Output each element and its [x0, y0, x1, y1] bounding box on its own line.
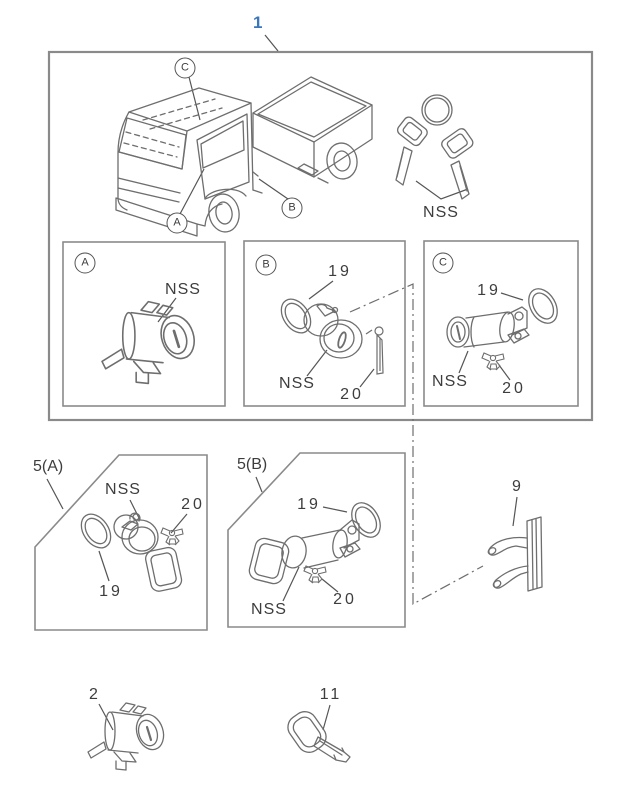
panel-c-clip-label: 20 — [502, 380, 526, 397]
part-2-label: 2 — [89, 686, 101, 703]
figure-callout-1[interactable]: 1 — [253, 13, 263, 32]
panel-b-box — [243, 240, 406, 407]
lock-b-drawing — [303, 303, 363, 359]
lock-cylinder-a-drawing — [100, 300, 201, 385]
sub-a-box — [34, 454, 208, 631]
truck-callout-a: A — [166, 212, 188, 234]
keyset-nss-label: NSS — [423, 204, 459, 221]
lock-5b-drawing — [248, 519, 361, 585]
clip-20-5a-drawing — [160, 527, 184, 546]
panel-c-letter: C — [432, 252, 454, 274]
sub-b-nss-label: NSS — [251, 601, 287, 618]
sub-a-nss-label: NSS — [105, 481, 141, 498]
bracket-9-drawing — [487, 516, 543, 592]
panel-b-ring-label: 19 — [328, 263, 352, 280]
keyset-illustration — [395, 94, 474, 200]
panel-a-nss-label: NSS — [165, 281, 201, 298]
panel-c-box — [423, 240, 579, 407]
part-11-label: 11 — [319, 686, 343, 703]
part-9-label: 9 — [512, 478, 524, 495]
panel-b-nss-label: NSS — [279, 375, 315, 392]
assembly-boxes — [34, 50, 594, 631]
oring-5a-drawing — [74, 508, 118, 554]
sub-b-box — [227, 452, 406, 628]
panel-b-rod-label: 20 — [340, 386, 364, 403]
panel-a-box — [62, 241, 226, 407]
lock-cylinder-2-drawing — [86, 701, 170, 772]
truck-callout-c: C — [174, 57, 196, 79]
panel-a-letter: A — [74, 252, 96, 274]
truck-callout-b: B — [281, 197, 303, 219]
panel-c-nss-label: NSS — [432, 373, 468, 390]
main-assembly-box — [47, 50, 594, 422]
sub-a-ring-label: 19 — [99, 583, 123, 600]
sub-a-clip-label: 20 — [181, 496, 205, 513]
sub-a-title: 5(A) — [33, 458, 64, 475]
oring-c-drawing — [522, 283, 564, 329]
clip-20-5b-drawing — [303, 565, 327, 584]
lock-5a-drawing — [113, 512, 183, 592]
reference-dashdot-line — [349, 283, 484, 606]
sub-b-title: 5(B) — [237, 456, 268, 473]
panel-c-ring-label: 19 — [477, 282, 501, 299]
rod-20-b-drawing — [365, 326, 384, 375]
truck-illustration — [115, 76, 373, 237]
oring-b-drawing — [274, 293, 318, 339]
sub-b-ring-label: 19 — [297, 496, 321, 513]
key-11-drawing — [287, 711, 351, 763]
sub-b-clip-label: 20 — [333, 591, 357, 608]
panel-b-letter: B — [255, 254, 277, 276]
lock-c-drawing — [446, 306, 530, 348]
